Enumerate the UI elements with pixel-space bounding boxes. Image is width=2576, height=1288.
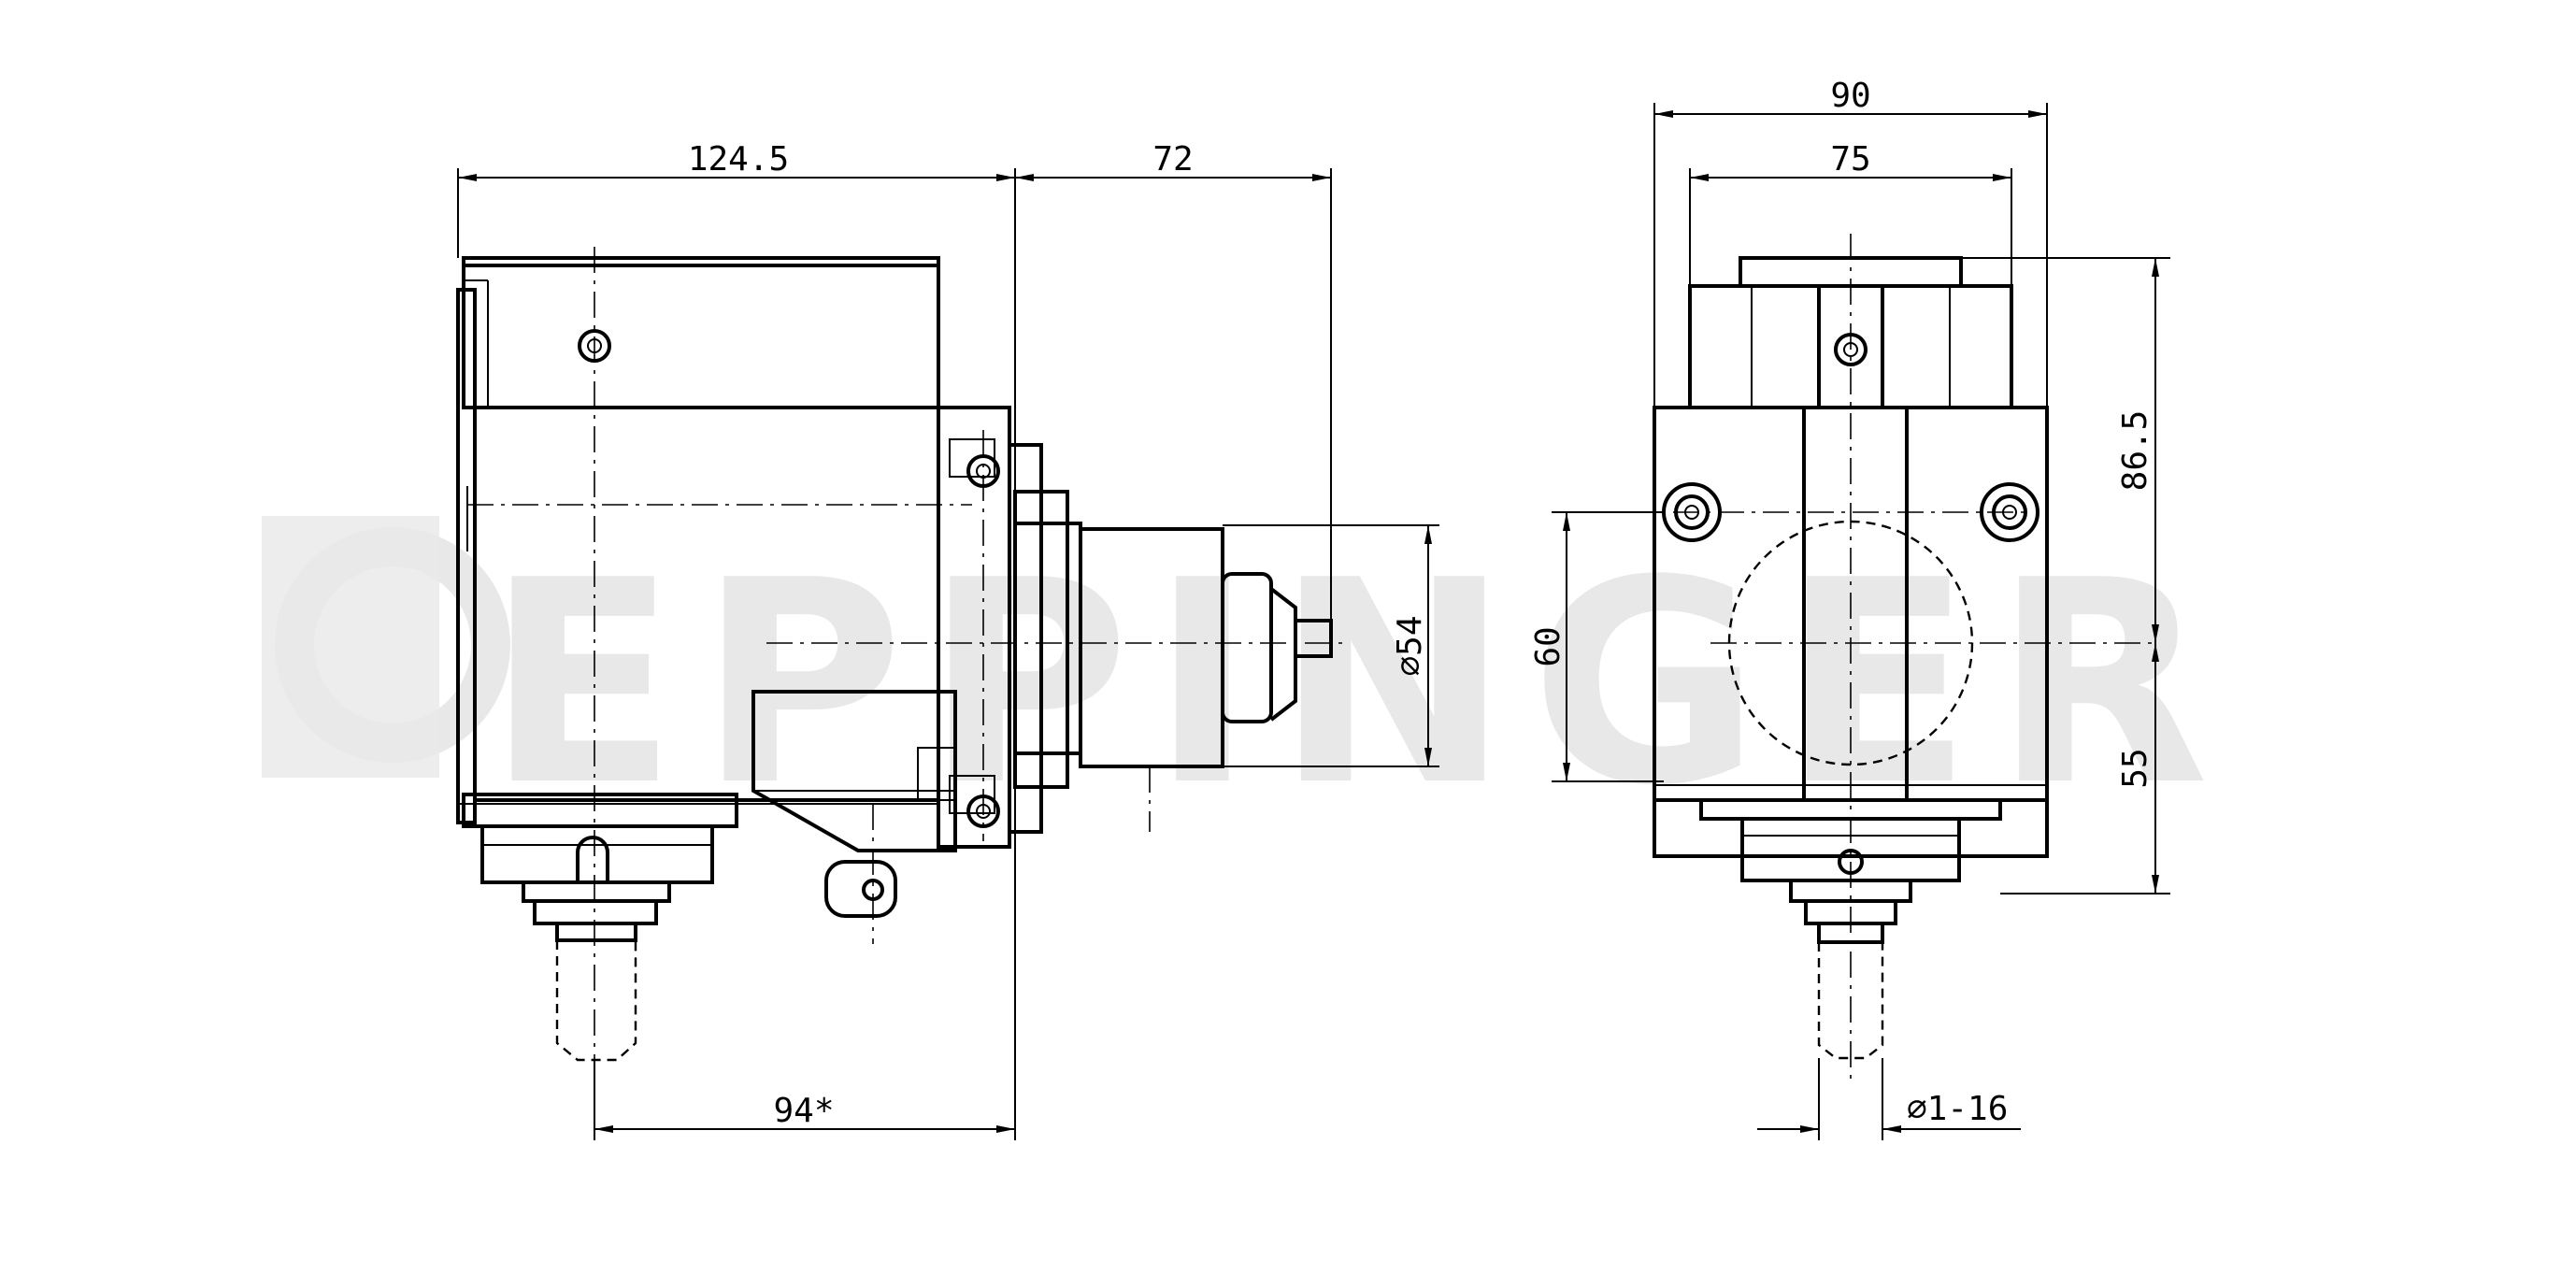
dim-overall-width: 90 [1830,77,1870,115]
dim-height-upper: 86.5 [2116,410,2154,492]
dim-height-left: 60 [1529,626,1567,666]
dim-width-shaft: 72 [1152,140,1193,179]
watermark-text: EPPINGER [486,521,2230,847]
watermark-logo: EPPINGER [262,516,2230,847]
front-view-dimensions: 90 75 86.5 55 60 ⌀1-16 [1529,77,2170,1140]
side-view [456,247,1346,1084]
dim-diameter-flange: ⌀54 [1391,615,1429,676]
front-view [1653,234,2159,1084]
side-view-dimensions: 124.5 72 ⌀54 94* [457,140,1439,1140]
dim-width-bottom: 94* [773,1092,834,1130]
dim-width-body: 124.5 [688,140,789,179]
dim-height-lower: 55 [2116,748,2154,788]
dim-inner-width: 75 [1830,140,1870,179]
dim-collet-diameter: ⌀1-16 [1907,1090,2008,1128]
